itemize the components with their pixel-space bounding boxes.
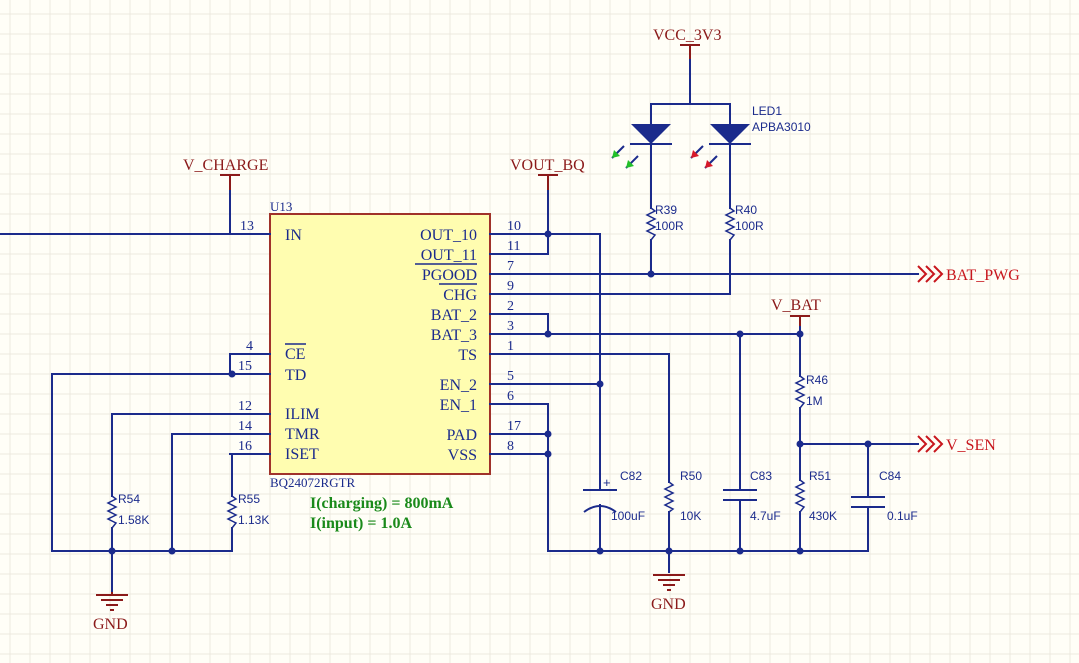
right-wiring bbox=[544, 174, 919, 573]
r39-ref: R39 bbox=[655, 203, 677, 217]
led1-part: APBA3010 bbox=[752, 120, 811, 134]
r54-ref: R54 bbox=[118, 492, 140, 506]
r40-resistor[interactable]: R40 100R bbox=[724, 203, 764, 241]
ic-left-pins: 13 IN 4 CE 15 TD 12 ILIM 14 TMR 16 ISET bbox=[229, 219, 320, 463]
note-charging: I(charging) = 800mA bbox=[310, 495, 454, 512]
pin-2-num: 2 bbox=[507, 299, 514, 314]
led1-a-emission-icon bbox=[611, 145, 639, 169]
r50-resistor[interactable]: R50 10K bbox=[663, 469, 702, 523]
pin-13-num: 13 bbox=[240, 219, 254, 234]
r46-value: 1M bbox=[806, 394, 823, 408]
gnd-right-label: GND bbox=[651, 596, 686, 613]
pin-12-num: 12 bbox=[238, 399, 252, 414]
pin-out11-name: OUT_11 bbox=[421, 247, 477, 264]
r40-ref: R40 bbox=[735, 203, 757, 217]
pin-4-num: 4 bbox=[246, 339, 253, 354]
v-bat-flag: V_BAT bbox=[771, 297, 821, 326]
r50-ref: R50 bbox=[680, 469, 702, 483]
led1[interactable]: LED1 APBA3010 bbox=[611, 59, 811, 209]
pin-11-num: 11 bbox=[507, 239, 520, 254]
ic-ref: U13 bbox=[270, 199, 292, 214]
c82-capacitor[interactable]: + C82 100uF bbox=[583, 469, 645, 523]
pin-5-num: 5 bbox=[507, 369, 514, 384]
v-charge-flag: V_CHARGE bbox=[183, 157, 268, 190]
r51-resistor[interactable]: R51 430K bbox=[794, 469, 837, 523]
c83-ref: C83 bbox=[750, 469, 772, 483]
pin-pgood-name: PGOOD bbox=[422, 267, 477, 284]
bat-pwg-port[interactable]: BAT_PWG bbox=[917, 265, 1020, 284]
ic-u13[interactable]: U13 BQ24072RGTR 13 IN 4 CE 15 TD 12 ILIM… bbox=[229, 199, 549, 490]
c83-value: 4.7uF bbox=[750, 509, 781, 523]
pin-16-num: 16 bbox=[238, 439, 252, 454]
pin-7-num: 7 bbox=[507, 259, 514, 274]
vout-bq-label: VOUT_BQ bbox=[510, 157, 585, 174]
pin-10-num: 10 bbox=[507, 219, 521, 234]
r46-resistor[interactable]: R46 1M bbox=[794, 373, 828, 409]
r54-resistor[interactable]: R54 1.58K bbox=[106, 492, 149, 529]
pin-15-num: 15 bbox=[238, 359, 252, 374]
ic-right-pins: 10 OUT_10 11 OUT_11 7 PGOOD 9 CHG 2 BAT_… bbox=[415, 219, 549, 464]
r51-ref: R51 bbox=[809, 469, 831, 483]
pin-pad-name: PAD bbox=[446, 427, 477, 444]
bat-pwg-label: BAT_PWG bbox=[946, 267, 1020, 284]
r46-ref: R46 bbox=[806, 373, 828, 387]
pin-1-num: 1 bbox=[507, 339, 514, 354]
pin-6-num: 6 bbox=[507, 389, 514, 404]
pin-out10-name: OUT_10 bbox=[420, 227, 477, 244]
vout-bq-flag: VOUT_BQ bbox=[510, 157, 585, 190]
pin-chg-name: CHG bbox=[443, 287, 477, 304]
v-sen-port[interactable]: V_SEN bbox=[917, 435, 996, 454]
ic-part: BQ24072RGTR bbox=[270, 475, 356, 490]
r55-ref: R55 bbox=[238, 492, 260, 506]
r40-value: 100R bbox=[735, 219, 764, 233]
c82-value: 100uF bbox=[611, 509, 645, 523]
pin-9-num: 9 bbox=[507, 279, 514, 294]
led1-a-diode-icon bbox=[631, 124, 671, 144]
c84-ref: C84 bbox=[879, 469, 901, 483]
r51-value: 430K bbox=[809, 509, 837, 523]
c84-capacitor[interactable]: C84 0.1uF bbox=[851, 469, 918, 523]
gnd-left-label: GND bbox=[93, 616, 128, 633]
pin-in-name: IN bbox=[285, 227, 302, 244]
pin-3-num: 3 bbox=[507, 319, 514, 334]
pin-iset-name: ISET bbox=[285, 446, 319, 463]
pin-bat3-name: BAT_3 bbox=[431, 327, 477, 344]
pin-en2-name: EN_2 bbox=[440, 377, 477, 394]
gnd-right-symbol: GND bbox=[651, 574, 686, 613]
v-bat-label: V_BAT bbox=[771, 297, 821, 314]
note-input: I(input) = 1.0A bbox=[310, 515, 412, 532]
pin-bat2-name: BAT_2 bbox=[431, 307, 477, 324]
c84-value: 0.1uF bbox=[887, 509, 918, 523]
r54-value: 1.58K bbox=[118, 513, 149, 527]
v-charge-label: V_CHARGE bbox=[183, 157, 268, 174]
c83-capacitor[interactable]: C83 4.7uF bbox=[723, 469, 781, 523]
pin-td-name: TD bbox=[285, 367, 306, 384]
vcc-3v3-label: VCC_3V3 bbox=[653, 27, 721, 44]
r39-resistor[interactable]: R39 100R bbox=[645, 203, 684, 275]
r55-value: 1.13K bbox=[238, 513, 269, 527]
r39-value: 100R bbox=[655, 219, 684, 233]
pin-17-num: 17 bbox=[507, 419, 521, 434]
pin-ce-name: CE bbox=[285, 346, 305, 363]
led1-ref: LED1 bbox=[752, 104, 782, 118]
pin-en1-name: EN_1 bbox=[440, 397, 477, 414]
left-wiring bbox=[0, 174, 236, 593]
pin-vss-name: VSS bbox=[448, 447, 477, 464]
pin-ilim-name: ILIM bbox=[285, 406, 320, 423]
pin-8-num: 8 bbox=[507, 439, 514, 454]
led1-b-diode-icon bbox=[710, 124, 750, 144]
pin-tmr-name: TMR bbox=[285, 426, 320, 443]
r50-value: 10K bbox=[680, 509, 701, 523]
c82-polarity-icon: + bbox=[603, 475, 611, 490]
v-sen-label: V_SEN bbox=[946, 437, 996, 454]
pin-ts-name: TS bbox=[458, 347, 477, 364]
led1-b-emission-icon bbox=[690, 145, 718, 169]
r55-resistor[interactable]: R55 1.13K bbox=[226, 492, 269, 529]
c82-ref: C82 bbox=[620, 469, 642, 483]
gnd-left-symbol: GND bbox=[93, 592, 128, 633]
vcc-3v3-flag: VCC_3V3 bbox=[653, 27, 721, 60]
pin-14-num: 14 bbox=[238, 419, 252, 434]
